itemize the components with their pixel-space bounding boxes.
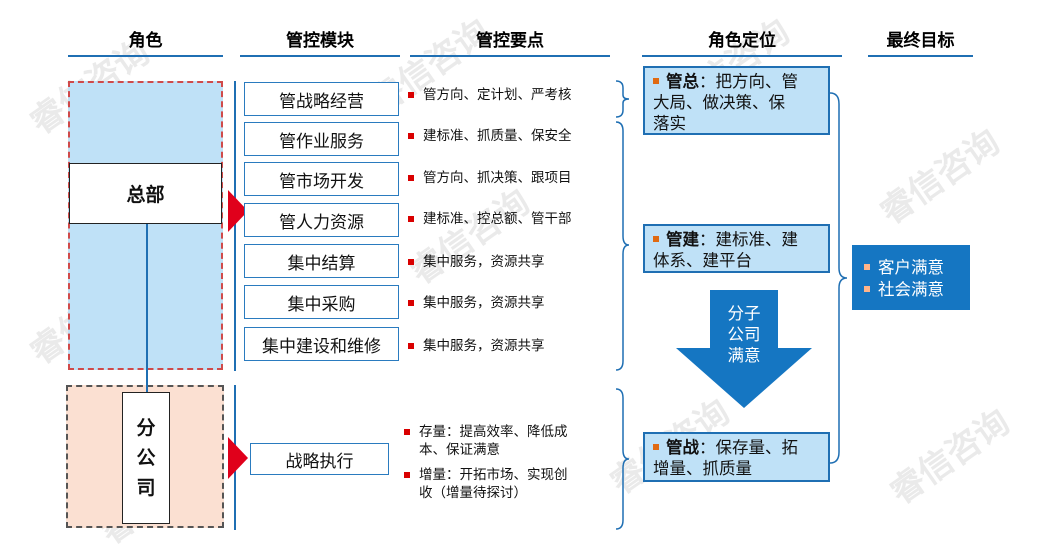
control-point: 建标准、抓质量、保安全: [408, 127, 618, 145]
bullet-icon: [864, 263, 870, 270]
control-point: 建标准、控总额、管干部: [408, 210, 618, 228]
bullet-icon: [653, 77, 659, 84]
control-point: 集中服务，资源共享: [408, 253, 618, 271]
hq-pointer-triangle: [228, 190, 248, 232]
bullet-icon: [408, 175, 414, 181]
position-box-battle: 管战：保存量、拓 增量、抓质量: [643, 432, 830, 482]
module-box: 集中结算: [244, 244, 399, 278]
watermark: 睿信咨询: [872, 121, 1008, 233]
module-box: 管人力资源: [244, 203, 399, 237]
header-role: 角色: [128, 31, 163, 51]
header-goal: 最终目标: [886, 31, 955, 51]
bullet-icon: [408, 216, 414, 222]
branch-control-point: 存量：提高效率、降低成本、保证满意: [404, 423, 609, 459]
bullet-icon: [408, 259, 414, 265]
header-role-underline: [68, 55, 223, 57]
bullet-icon: [408, 133, 414, 139]
hq-branch-connector: [146, 223, 148, 393]
control-point: 管方向、抓决策、跟项目: [408, 169, 618, 187]
role-hq-box: 总部: [69, 163, 222, 224]
branch-control-point: 增量：开拓市场、实现创收（增量待探讨）: [404, 466, 609, 502]
role-hq-label: 总部: [126, 184, 165, 206]
control-point: 管方向、定计划、严考核: [408, 86, 618, 104]
bracket-branch: [616, 388, 630, 530]
down-arrow-icon: [676, 290, 812, 408]
position-box-overall: 管总：把方向、管 大局、做决策、保 落实: [643, 66, 830, 135]
bracket-construction: [616, 121, 630, 371]
bullet-icon: [408, 343, 414, 349]
watermark: 睿信咨询: [402, 181, 538, 293]
bullet-icon: [653, 443, 659, 450]
bullet-icon: [404, 472, 410, 478]
branch-pointer-triangle: [228, 437, 248, 479]
module-box: 管战略经营: [244, 82, 399, 116]
header-points: 管控要点: [476, 31, 544, 51]
bracket-strategy: [616, 80, 630, 118]
control-point: 集中服务，资源共享: [408, 294, 618, 312]
module-box: 集中建设和维修: [244, 327, 399, 361]
role-branch-char: 公: [136, 447, 156, 469]
bullet-icon: [404, 429, 410, 435]
module-box: 管作业服务: [244, 122, 399, 156]
header-points-underline: [410, 55, 610, 57]
header-goal-underline: [868, 55, 973, 57]
bracket-goal: [830, 92, 848, 464]
position-box-build: 管建：建标准、建 体系、建平台: [643, 224, 830, 273]
hq-zone: [68, 81, 223, 370]
bullet-icon: [864, 285, 870, 292]
goal-box: 客户满意 社会满意: [852, 245, 970, 310]
bullet-icon: [653, 235, 659, 242]
role-branch-box: 分 公 司: [122, 392, 170, 524]
module-box-strategy-execution: 战略执行: [250, 443, 389, 475]
header-position-underline: [642, 55, 842, 57]
arrow-label: 分子 公司 满意: [727, 304, 761, 365]
bullet-icon: [408, 300, 414, 306]
control-point: 集中服务，资源共享: [408, 337, 618, 355]
bullet-icon: [408, 92, 414, 98]
module-box: 管市场开发: [244, 162, 399, 196]
header-position: 角色定位: [708, 31, 776, 51]
role-branch-char: 分: [136, 417, 156, 439]
role-branch-char: 司: [136, 477, 156, 499]
header-module: 管控模块: [286, 31, 354, 51]
watermark: 睿信咨询: [882, 401, 1018, 513]
module-divider-top: [234, 81, 236, 371]
module-box: 集中采购: [244, 285, 399, 319]
header-module-underline: [240, 55, 400, 57]
